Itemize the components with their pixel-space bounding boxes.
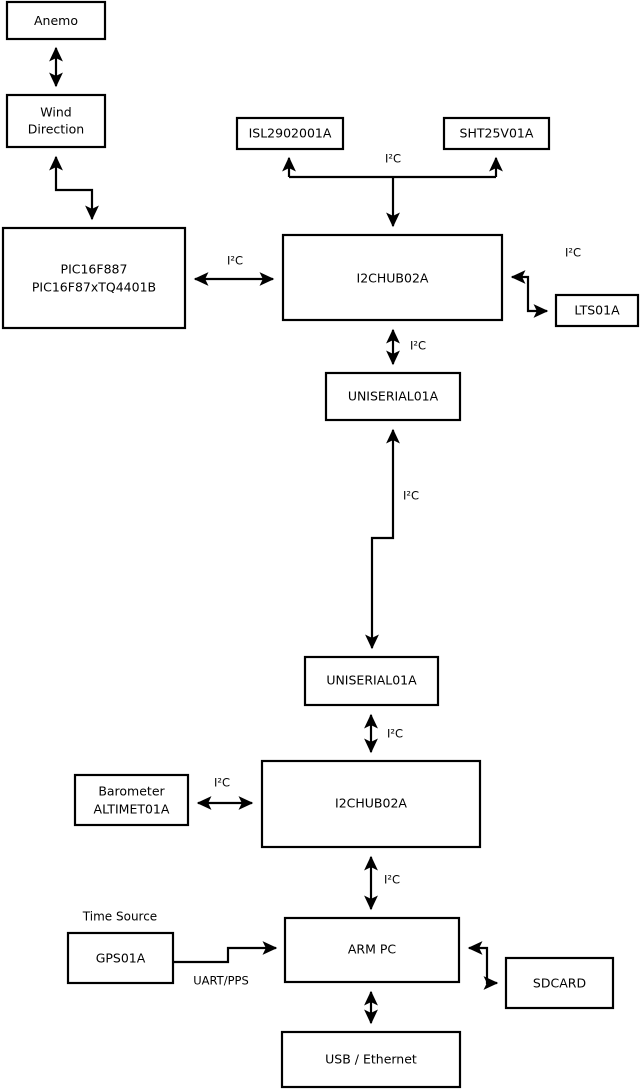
node-uniserial01a-top-label: UNISERIAL01A [348,389,439,404]
edge-uniserial-uniserial [365,428,400,650]
node-isl2902001a[interactable]: ISL2902001A [235,116,345,151]
edge-label-hub-sensors: I²C [385,152,401,166]
edge-hub-lts [510,270,549,318]
node-sht25v01a-label: SHT25V01A [460,126,534,141]
node-barometer-label-line2: ALTIMET01A [94,802,170,817]
node-sdcard[interactable]: SDCARD [504,956,615,1010]
node-barometer-label-line1: Barometer [98,784,165,799]
edge-label-hub-lts: I²C [565,246,581,260]
node-pic-mcu-label-line2: PIC16F87xTQ4401B [32,280,156,295]
edge-wind-pic [49,155,99,221]
node-barometer[interactable]: Barometer ALTIMET01A [73,773,190,827]
edge-label-gps-armpc: UART/PPS [193,974,249,988]
node-wind-direction-label-line1: Wind [40,105,71,120]
node-sht25v01a[interactable]: SHT25V01A [442,116,551,151]
node-pic-mcu-label-line1: PIC16F887 [61,262,128,277]
node-i2chub02a-top[interactable]: I2CHUB02A [281,233,504,322]
edge-label-uniserial-hub2: I²C [387,727,403,741]
node-i2chub02a-bottom-label: I2CHUB02A [335,796,407,811]
edge-label-hub-armpc: I²C [384,873,400,887]
node-lts01a[interactable]: LTS01A [554,293,640,328]
node-anemo[interactable]: Anemo [5,0,107,41]
labels-layer: I²C I²C I²C I²C I²C I²C I²C I²C UART/PPS… [82,152,581,988]
node-wind-direction-label-line2: Direction [28,122,84,137]
node-usb-ethernet[interactable]: USB / Ethernet [280,1030,462,1089]
node-lts01a-label: LTS01A [574,303,620,318]
node-gps01a[interactable]: GPS01A [66,931,175,985]
node-uniserial01a-bottom[interactable]: UNISERIAL01A [303,655,440,707]
edge-label-hub-uniserial: I²C [410,339,426,353]
node-pic-mcu[interactable]: PIC16F887 PIC16F87xTQ4401B [1,226,187,330]
node-arm-pc[interactable]: ARM PC [283,916,461,984]
node-i2chub02a-top-label: I2CHUB02A [357,271,429,286]
node-i2chub02a-bottom[interactable]: I2CHUB02A [260,759,482,849]
node-usb-ethernet-label: USB / Ethernet [325,1052,417,1067]
edge-label-pic-hub: I²C [227,254,243,268]
node-sdcard-label: SDCARD [533,976,586,991]
node-isl2902001a-label: ISL2902001A [249,126,332,141]
edge-armpc-sdcard [467,941,499,990]
node-uniserial01a-bottom-label: UNISERIAL01A [326,673,417,688]
edges-layer [49,46,549,1025]
node-anemo-label: Anemo [34,13,78,28]
node-gps01a-label: GPS01A [96,951,146,966]
edge-label-uniserial-link: I²C [403,489,419,503]
node-arm-pc-label: ARM PC [348,942,397,957]
edge-label-barometer-hub: I²C [214,776,230,790]
edge-gps-armpc [173,941,278,964]
node-wind-direction[interactable]: Wind Direction [5,93,107,149]
label-time-source: Time Source [82,910,157,924]
node-uniserial01a-top[interactable]: UNISERIAL01A [324,371,462,422]
